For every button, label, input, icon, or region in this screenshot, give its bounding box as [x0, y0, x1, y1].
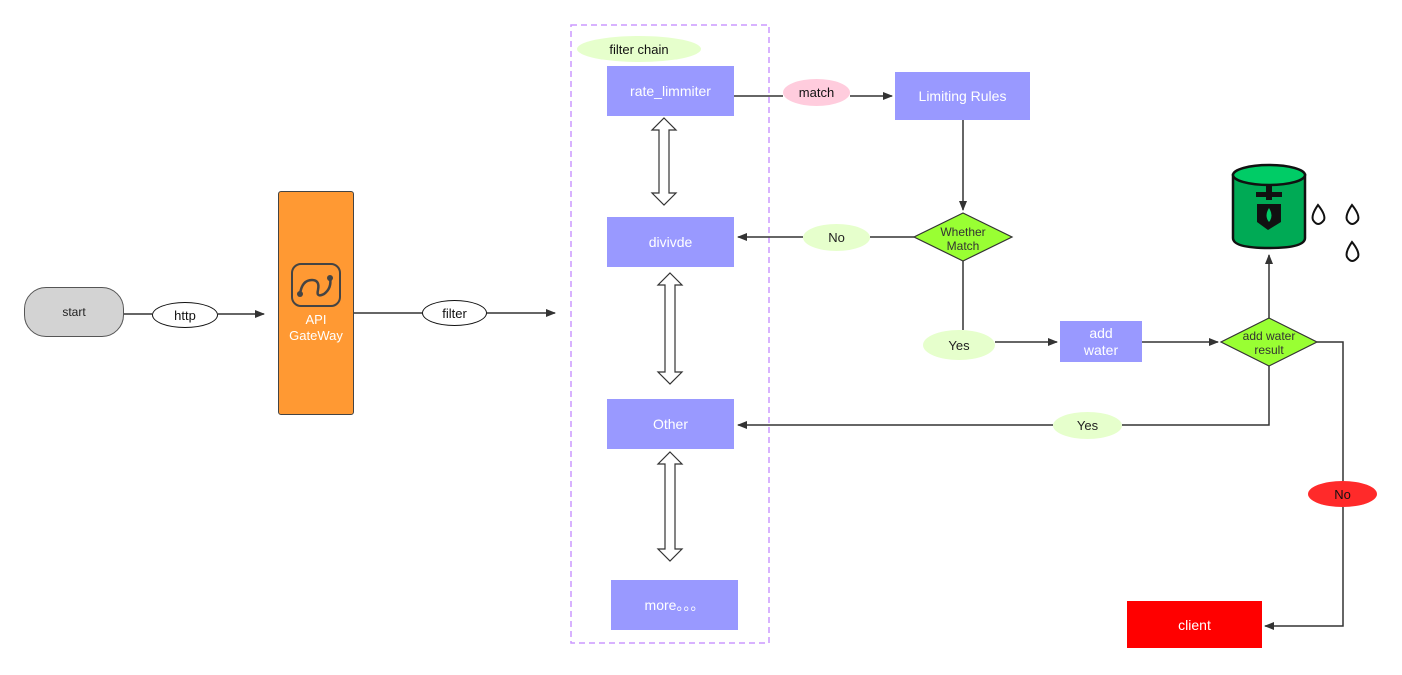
gateway-label: API GateWay	[289, 312, 343, 343]
edge-result-no	[1317, 341, 1344, 481]
rate-limiter-node: rate_limmiter	[607, 66, 734, 116]
edge-no-client	[1264, 507, 1344, 630]
double-arrow-2	[656, 272, 684, 385]
http-label: http	[152, 302, 218, 328]
no-left-label: No	[803, 224, 870, 251]
whether-match-diamond	[912, 212, 1014, 262]
match-label: match	[783, 79, 850, 106]
filter-chain-container	[570, 24, 770, 644]
filter-chain-label: filter chain	[577, 36, 701, 62]
add-water-result-label: add water result	[1242, 329, 1296, 357]
filter-label: filter	[422, 300, 487, 326]
water-drop-icon	[1311, 203, 1360, 262]
whether-match-label: Whether Match	[940, 225, 986, 253]
yes-down-label: Yes	[923, 330, 995, 360]
divide-node: divivde	[607, 217, 734, 267]
gateway-icon	[291, 263, 341, 307]
double-arrow-3	[656, 451, 684, 562]
add-water-result-diamond	[1219, 317, 1319, 367]
add-water-node: add water	[1060, 321, 1142, 362]
water-bucket-icon	[1231, 163, 1307, 250]
edge-result-yes	[1122, 366, 1270, 426]
client-node: client	[1127, 601, 1262, 648]
no-red-label: No	[1308, 481, 1377, 507]
start-node: start	[24, 287, 124, 337]
double-arrow-1	[650, 117, 678, 206]
more-node: more。。。	[611, 580, 738, 630]
other-node: Other	[607, 399, 734, 449]
yes-back-label: Yes	[1053, 412, 1122, 439]
limiting-rules-node: Limiting Rules	[895, 72, 1030, 120]
api-gateway-node: API GateWay	[278, 191, 354, 415]
